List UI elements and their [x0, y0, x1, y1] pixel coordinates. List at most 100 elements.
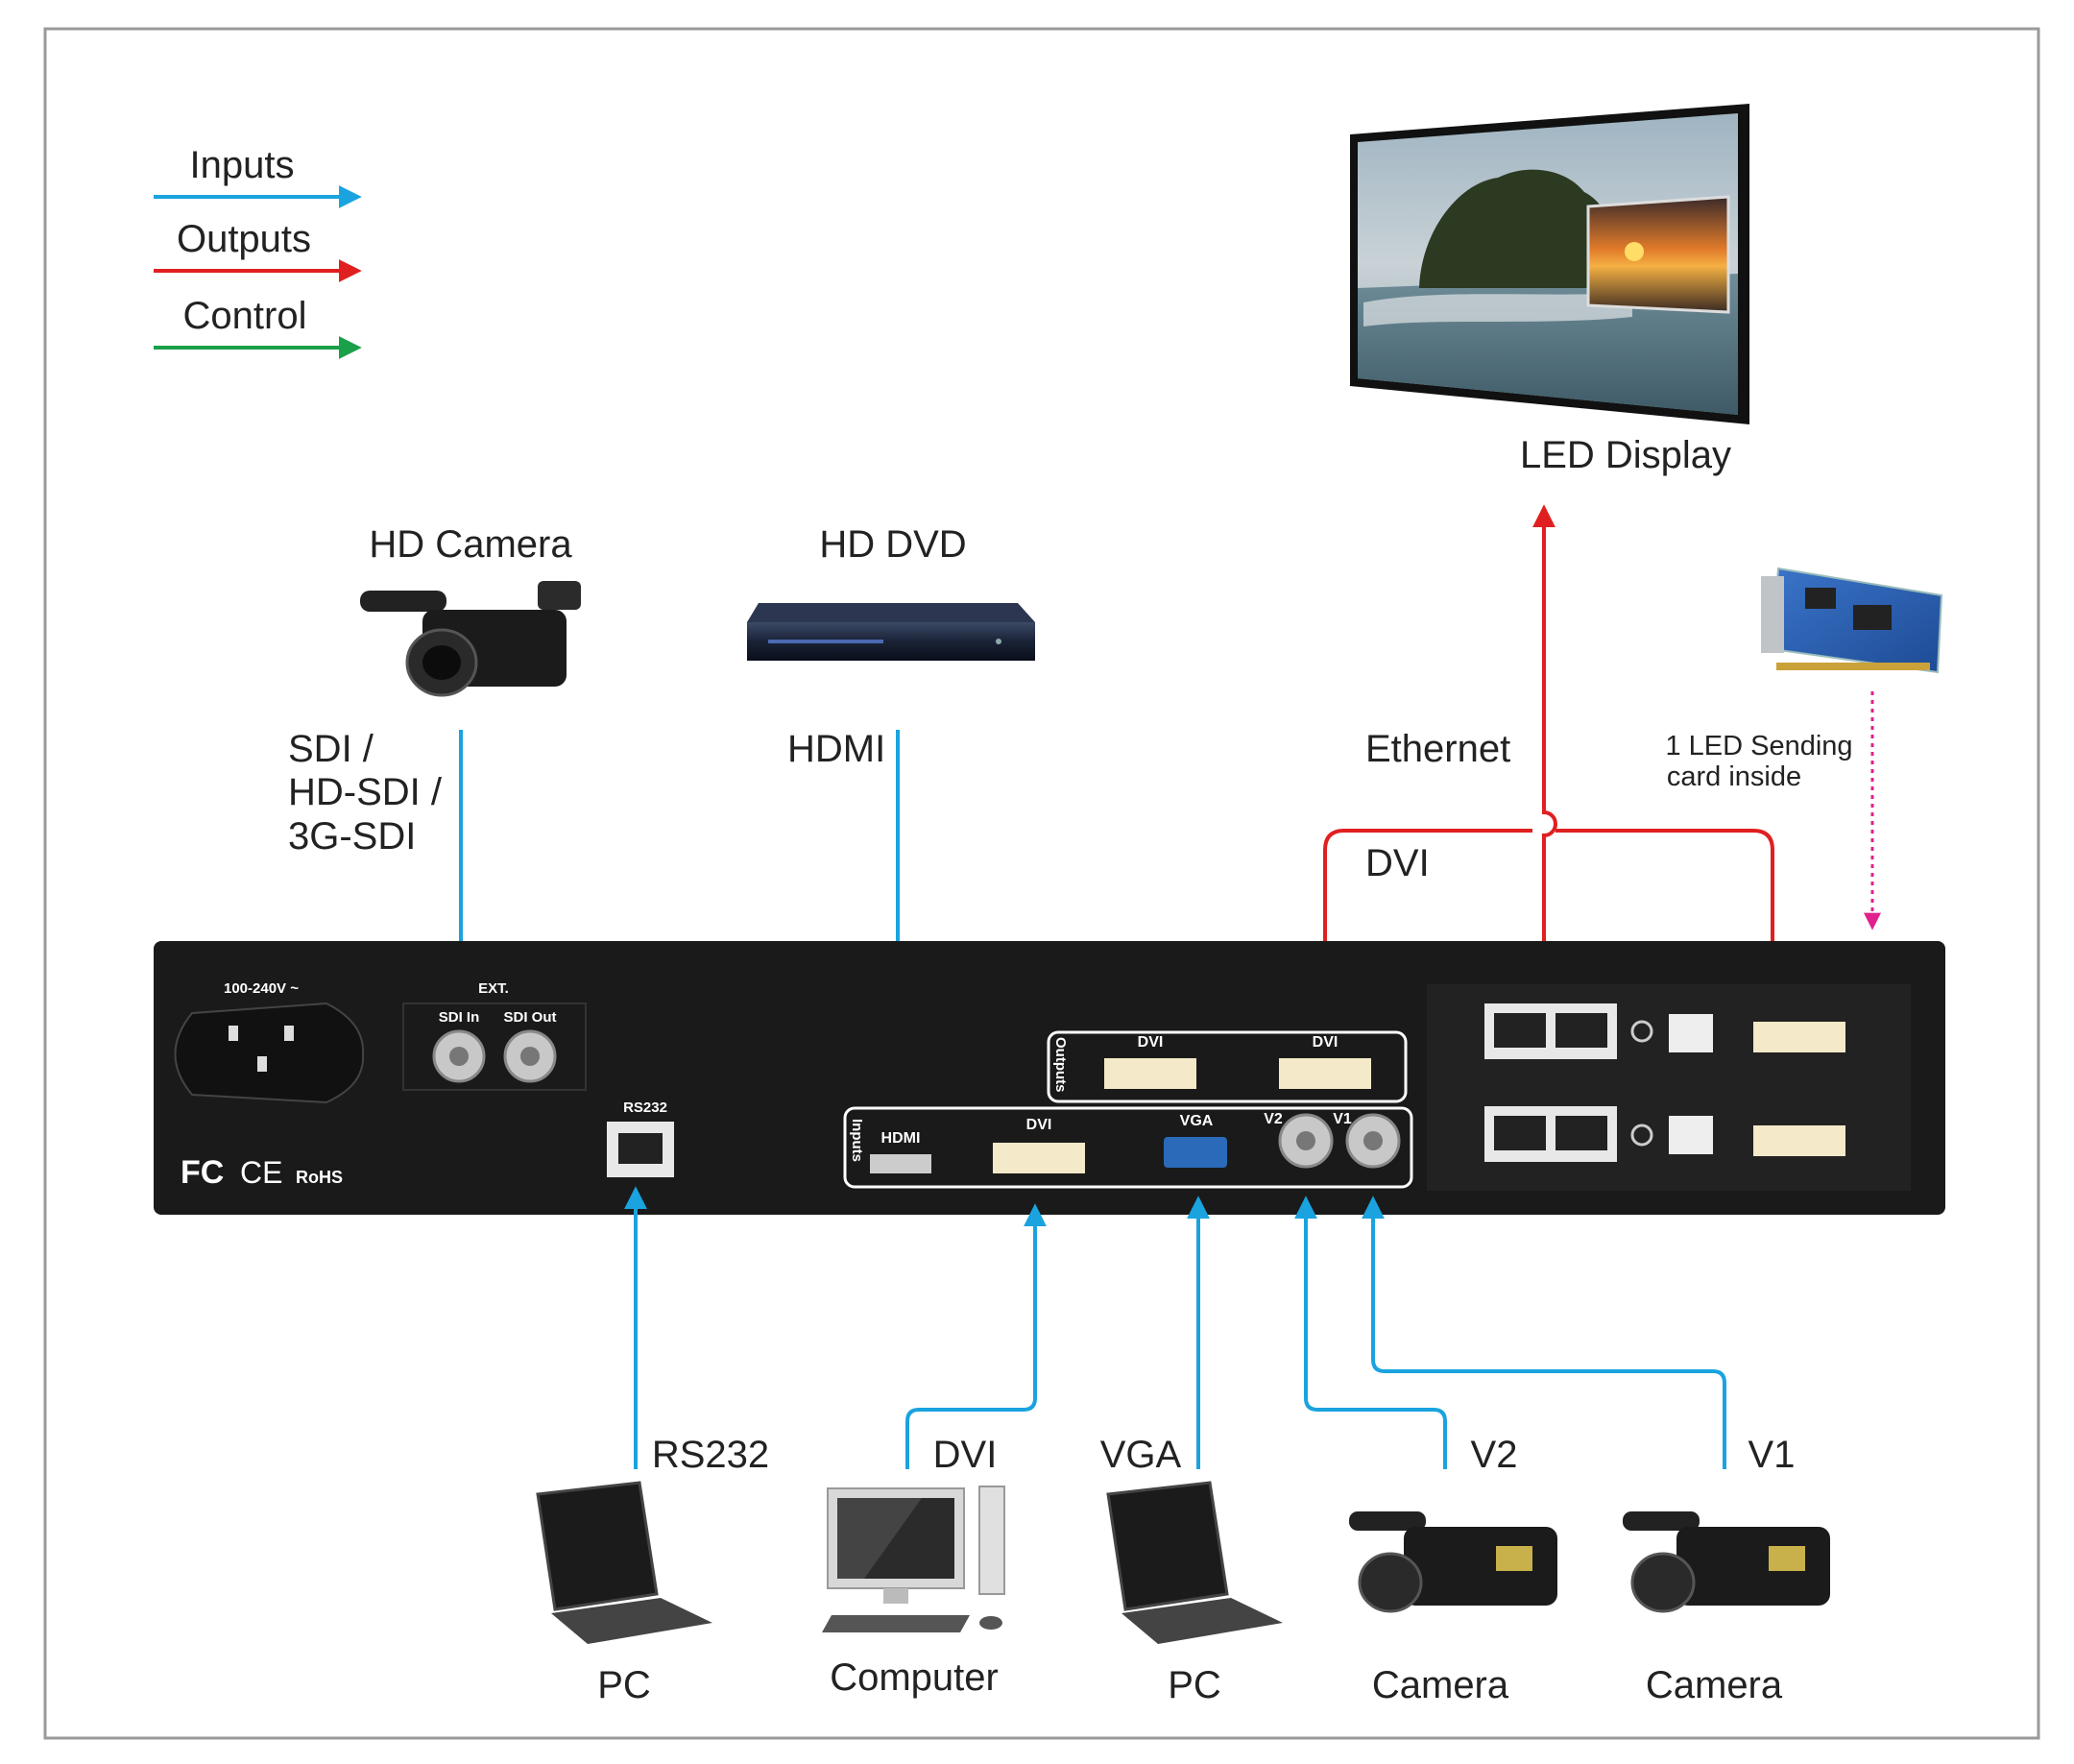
- in-v1-port-center: [1363, 1131, 1383, 1150]
- monitor-stand: [883, 1588, 908, 1604]
- in-vga-port[interactable]: [1164, 1137, 1227, 1168]
- card-eth-opening-1: [1494, 1013, 1546, 1048]
- ethernet-label: Ethernet: [1365, 728, 1510, 770]
- island-rock: [1419, 169, 1623, 288]
- led-sending-card: 1 LED Sending card inside: [1665, 567, 1943, 930]
- inputs-group: [843, 1106, 1413, 1189]
- computer: Computer: [822, 1486, 1005, 1699]
- hd-dvd-tray: [768, 640, 883, 643]
- dvi-output-line: [1323, 829, 1774, 1027]
- dvi-input-label: DVI: [933, 1434, 998, 1476]
- sdi-in-port-center: [449, 1047, 469, 1066]
- hd-camera: HD Camera: [360, 523, 581, 697]
- fc-mark: FC: [181, 1154, 224, 1191]
- in-dvi-port[interactable]: [993, 1143, 1085, 1173]
- power-pin-right: [284, 1026, 294, 1041]
- pc-rs232-label: PC: [597, 1664, 651, 1706]
- sdi-in-label: SDI In: [439, 1009, 480, 1026]
- led-card-label-line1: 1 LED Sending: [1665, 731, 1852, 761]
- legend: Inputs Outputs Control: [154, 144, 362, 359]
- in-dvi-label: DVI: [1026, 1117, 1052, 1133]
- card-led-bottom: [1630, 1124, 1653, 1147]
- camera-v1-label: Camera: [1646, 1664, 1783, 1706]
- hd-dvd-button: [996, 639, 1001, 644]
- pip-window: [1586, 195, 1730, 314]
- cam-v2-lens: [1358, 1552, 1423, 1613]
- in-v2-label: V2: [1264, 1111, 1283, 1127]
- card-led-top: [1630, 1020, 1653, 1043]
- sdi-label-line2: HD-SDI /: [288, 771, 443, 813]
- ethernet-output-line: [1532, 504, 1557, 1006]
- legend-outputs-label: Outputs: [177, 218, 311, 260]
- laptop-keyboard: [551, 1598, 712, 1644]
- cam-v2-screen: [1496, 1546, 1532, 1571]
- card-chip-2: [1853, 605, 1892, 630]
- legend-control-label: Control: [183, 295, 307, 337]
- dvi-input-line: [905, 1203, 1047, 1469]
- v2-input-line: [1294, 1196, 1447, 1469]
- led-display-label: LED Display: [1520, 434, 1731, 476]
- cam-v1-mic: [1623, 1511, 1700, 1531]
- card-usb-bottom[interactable]: [1669, 1116, 1713, 1154]
- card-chip-1: [1805, 588, 1836, 609]
- card-bracket: [1761, 576, 1784, 653]
- cam-v2-body: [1404, 1527, 1557, 1606]
- ce-mark: CE: [240, 1155, 282, 1190]
- pc-vga: PC: [1106, 1481, 1283, 1706]
- pc-vga-label: PC: [1168, 1664, 1221, 1706]
- power-pin-left: [229, 1026, 238, 1041]
- card-dvi-top[interactable]: [1753, 1022, 1845, 1052]
- out-dvi2-port[interactable]: [1279, 1058, 1371, 1089]
- camera-v2: Camera: [1349, 1511, 1557, 1706]
- out-dvi1-port[interactable]: [1104, 1058, 1196, 1089]
- inputs-tab-label: Inputs: [849, 1119, 865, 1162]
- power-label: 100-240V ~: [224, 980, 299, 997]
- hd-camera-label: HD Camera: [369, 523, 572, 566]
- led-card-label-line2: card inside: [1667, 761, 1801, 792]
- camera-v2-label: Camera: [1372, 1664, 1509, 1706]
- laptop-vga-screen: [1106, 1481, 1229, 1611]
- waves: [1363, 293, 1632, 326]
- dvi-output-label: DVI: [1365, 842, 1430, 884]
- computer-mouse: [979, 1616, 1002, 1630]
- ext-sdi-box: [402, 1003, 587, 1091]
- v2-label: V2: [1471, 1434, 1518, 1476]
- out-dvi2-label: DVI: [1313, 1034, 1338, 1051]
- sdi-out-label: SDI Out: [504, 1009, 557, 1026]
- cam-v1-screen: [1769, 1546, 1805, 1571]
- v1-input-line: [1362, 1196, 1726, 1469]
- laptop-screen: [536, 1481, 659, 1611]
- in-v2-port-center: [1296, 1131, 1315, 1150]
- hd-dvd-top: [747, 603, 1035, 622]
- card-usb-top[interactable]: [1669, 1014, 1713, 1052]
- hd-camera-lens-glass: [422, 645, 461, 680]
- out-dvi1-label: DVI: [1138, 1034, 1164, 1051]
- power-socket[interactable]: [174, 1002, 365, 1104]
- rs232-port-label: RS232: [623, 1099, 667, 1116]
- in-hdmi-label: HDMI: [881, 1130, 921, 1147]
- hdmi-label: HDMI: [787, 728, 885, 770]
- pc-tower: [978, 1486, 1005, 1595]
- card-dvi-bottom[interactable]: [1753, 1125, 1845, 1156]
- hd-camera-handle: [538, 581, 581, 610]
- monitor-reflection: [837, 1498, 922, 1579]
- in-hdmi-port[interactable]: [870, 1154, 931, 1173]
- sdi-label-line3: 3G-SDI: [288, 815, 416, 858]
- rs232-label: RS232: [652, 1434, 769, 1476]
- legend-inputs-label: Inputs: [190, 144, 295, 186]
- laptop-vga-keyboard: [1121, 1598, 1283, 1644]
- outer-frame: [43, 27, 2040, 1740]
- cam-v2-mic: [1349, 1511, 1426, 1531]
- rohs-mark: RoHS: [296, 1168, 343, 1187]
- outputs-group: [1047, 1030, 1408, 1103]
- pip-sun: [1625, 242, 1644, 261]
- computer-keyboard: [822, 1615, 970, 1632]
- card-eth-opening-3: [1494, 1116, 1546, 1150]
- hd-dvd: HD DVD: [747, 523, 1035, 661]
- camera-v1: Camera: [1623, 1511, 1830, 1706]
- in-v1-label: V1: [1333, 1111, 1352, 1127]
- card-eth-opening-2: [1556, 1013, 1607, 1048]
- rs232-port-opening: [618, 1133, 663, 1164]
- cam-v1-body: [1676, 1527, 1830, 1606]
